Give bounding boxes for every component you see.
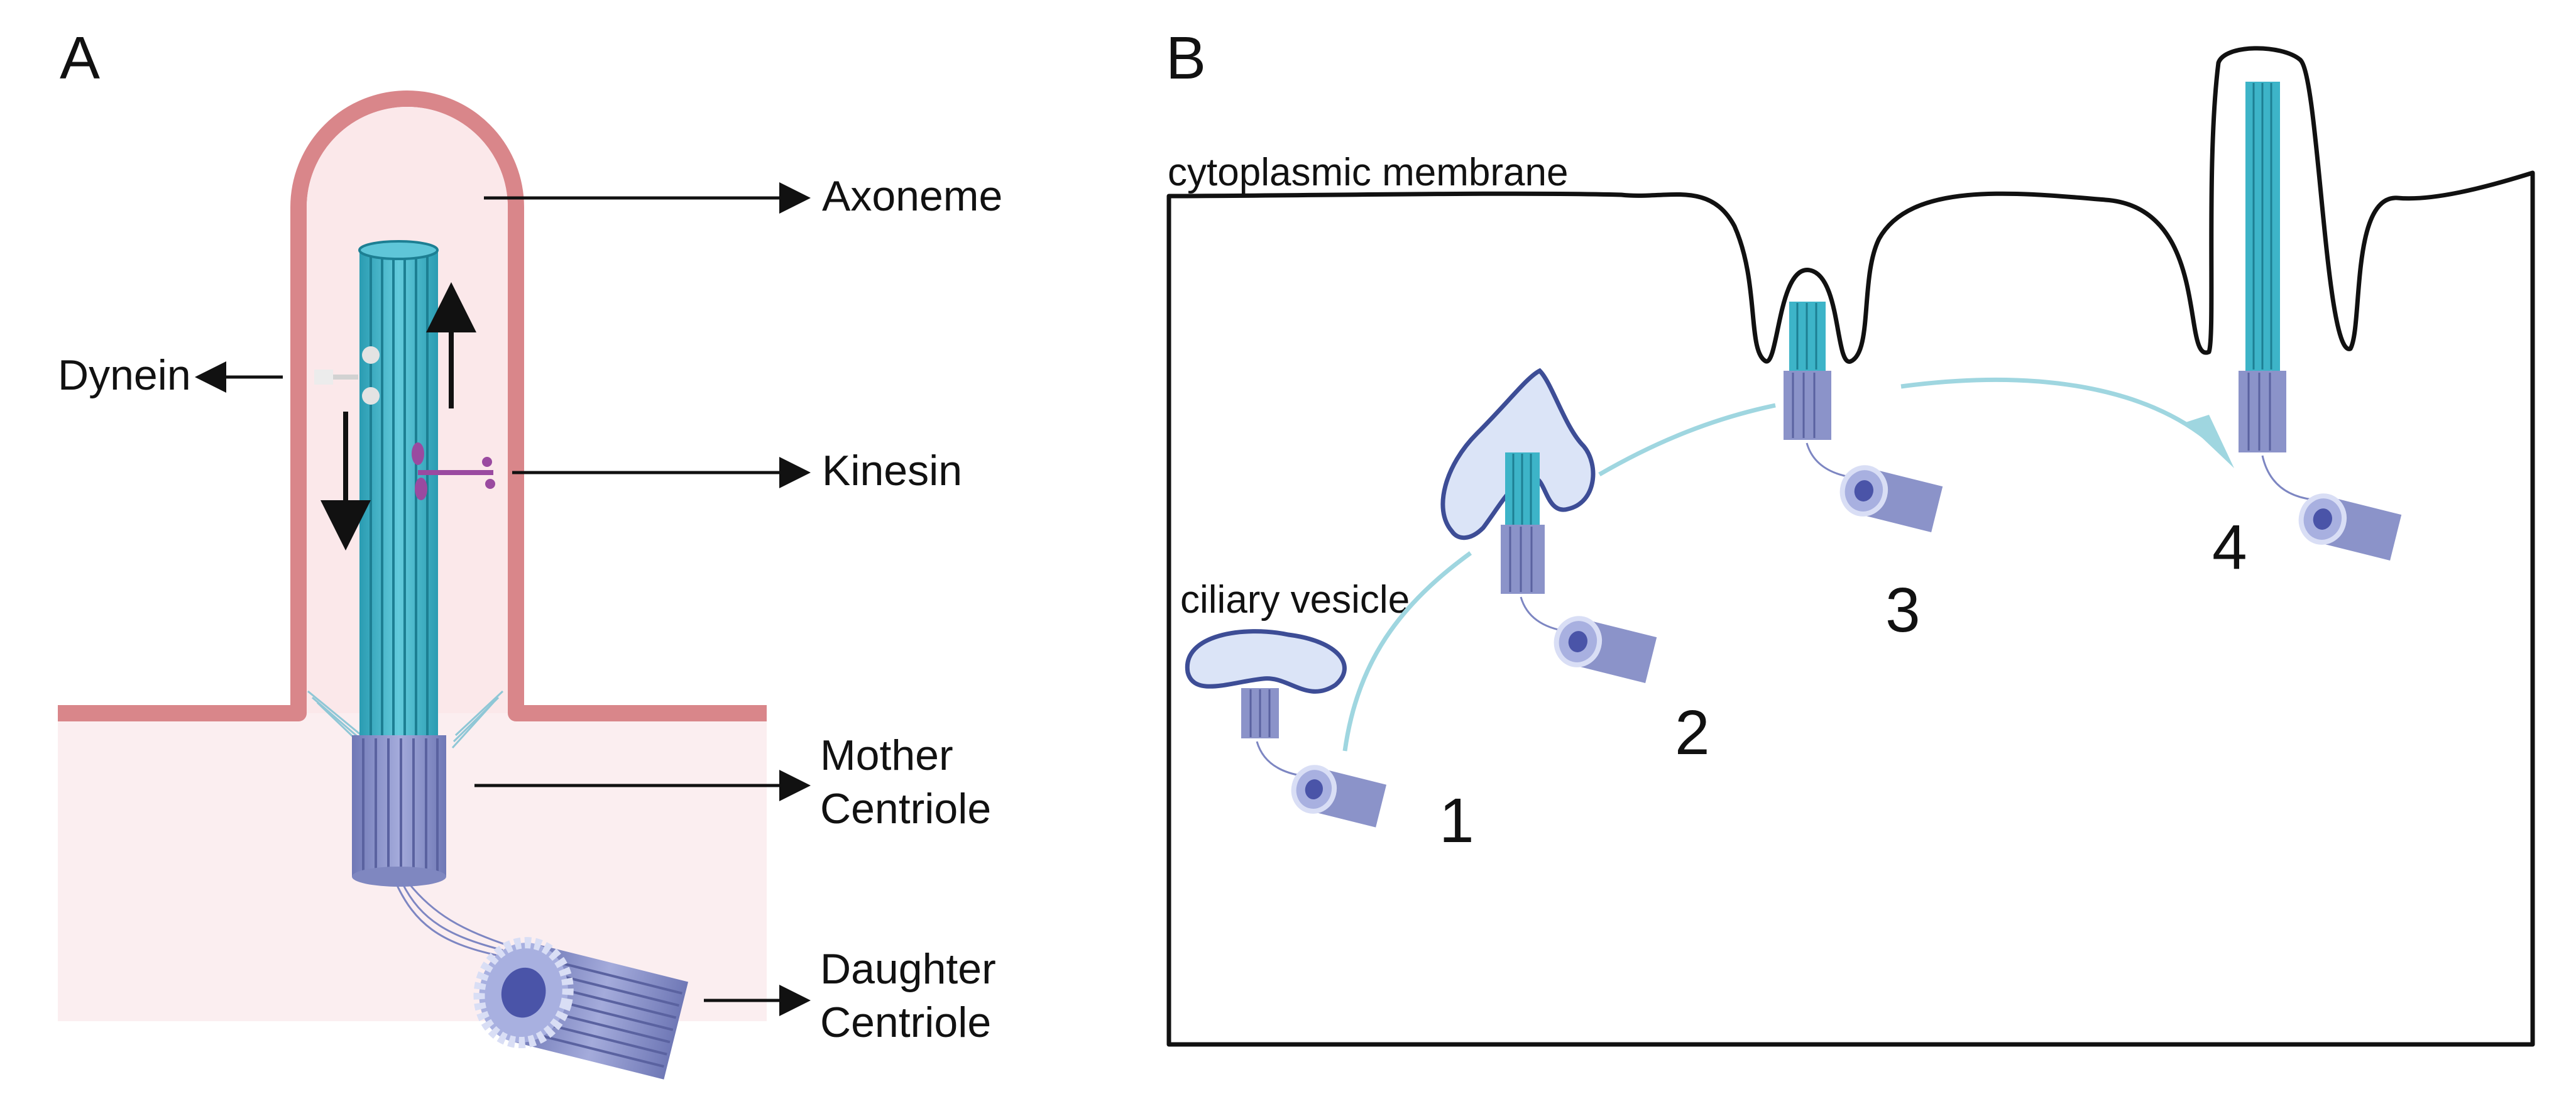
step-number-1: 1 — [1439, 786, 1474, 856]
mother-centriole — [352, 735, 446, 887]
progression-path-3-4 — [1900, 377, 2214, 445]
label-daughter-line1: Daughter — [820, 945, 996, 993]
progression-path-1-2 — [1342, 551, 1472, 752]
centriole-linker — [395, 882, 510, 956]
step-number-2: 2 — [1675, 698, 1710, 768]
step-number-4: 4 — [2212, 512, 2247, 583]
stage-1-centriole-with-vesicle — [1185, 629, 1387, 828]
label-kinesin: Kinesin — [822, 447, 962, 495]
label-ciliary-vesicle: ciliary vesicle — [1180, 578, 1410, 621]
panel-b: B cytoplasmic membrane ciliary vesicle — [1166, 25, 2535, 1047]
dynein-motor-icon — [314, 346, 380, 405]
label-dynein: Dynein — [58, 351, 191, 399]
stage-2-centriole-with-vesicle — [1440, 368, 1657, 683]
label-axoneme: Axoneme — [822, 172, 1002, 220]
label-mother-line2: Centriole — [820, 785, 991, 833]
stage-4-mature-cilium — [2239, 82, 2402, 561]
panel-a-letter: A — [60, 25, 100, 92]
step-number-3: 3 — [1885, 575, 1921, 645]
axoneme — [358, 240, 439, 745]
progression-arrowhead — [2186, 415, 2234, 468]
label-cytoplasmic-membrane: cytoplasmic membrane — [1168, 151, 1568, 194]
label-mother-line1: Mother — [820, 731, 953, 779]
kinesin-motor-icon — [412, 442, 495, 500]
panel-a: A — [58, 25, 1002, 1080]
plasma-membrane — [58, 90, 767, 721]
label-daughter-line2: Centriole — [820, 999, 991, 1046]
cell-outline — [1166, 46, 2535, 1047]
panel-b-letter: B — [1166, 25, 1206, 92]
daughter-centriole — [473, 937, 689, 1080]
progression-path-2-3 — [1598, 403, 1776, 477]
stage-3-centriole-docked — [1784, 302, 1943, 532]
